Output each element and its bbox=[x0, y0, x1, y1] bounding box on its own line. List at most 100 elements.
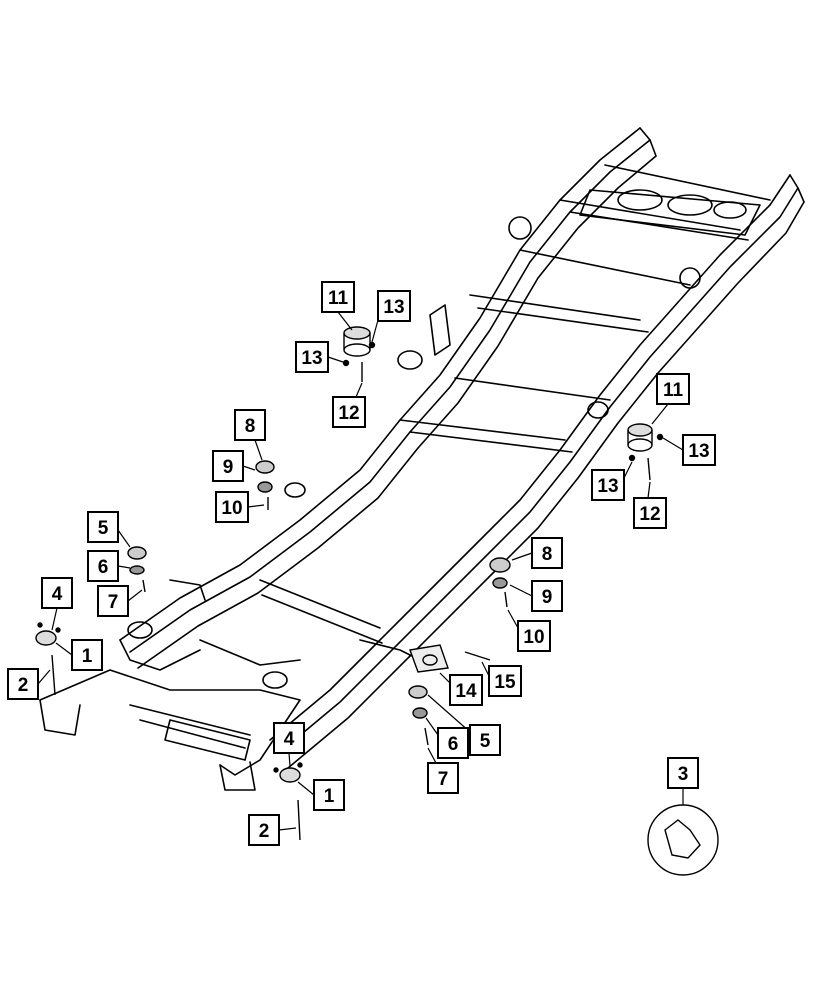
right-frame-rail bbox=[269, 174, 805, 769]
mount-1-2-4-left bbox=[35, 622, 61, 696]
callout-leader-line bbox=[297, 781, 315, 796]
callout-8: 8 bbox=[234, 409, 266, 461]
rear-frame-section bbox=[397, 189, 761, 419]
callout-leader-line bbox=[37, 669, 51, 685]
recycle-label-decal bbox=[647, 804, 719, 876]
callout-number: 5 bbox=[98, 518, 109, 539]
callout-5: 5 bbox=[87, 511, 131, 548]
callout-number: 6 bbox=[448, 734, 459, 755]
callout-leader-line bbox=[288, 752, 291, 767]
callout-leader-line bbox=[355, 382, 363, 398]
front-crossmember-assembly bbox=[39, 482, 421, 791]
callout-box bbox=[633, 497, 667, 529]
callout-box bbox=[469, 724, 501, 756]
body-mount-cushion-right bbox=[627, 423, 664, 481]
callout-box bbox=[273, 722, 305, 754]
callout-box bbox=[591, 469, 625, 501]
callout-leader-line bbox=[254, 439, 263, 461]
callout-4: 4 bbox=[273, 722, 305, 767]
callout-9: 9 bbox=[509, 580, 563, 612]
callout-leader-line bbox=[647, 481, 651, 499]
mount-5-6-7-center bbox=[408, 685, 429, 746]
callout-number: 3 bbox=[678, 764, 689, 785]
callout-8: 8 bbox=[511, 537, 563, 569]
callout-number: 2 bbox=[18, 675, 29, 696]
callout-box bbox=[87, 550, 119, 582]
callout-12: 12 bbox=[332, 382, 366, 428]
callout-box bbox=[437, 727, 469, 759]
callout-box bbox=[313, 779, 345, 811]
callout-box bbox=[248, 814, 280, 846]
callout-9: 9 bbox=[212, 450, 256, 482]
callout-box bbox=[295, 341, 329, 373]
callout-4: 4 bbox=[41, 577, 73, 631]
callout-2: 2 bbox=[248, 814, 297, 846]
callout-10: 10 bbox=[507, 609, 551, 652]
callout-leader-line bbox=[623, 461, 633, 479]
callout-number: 8 bbox=[542, 544, 553, 565]
left-frame-rail bbox=[119, 127, 657, 669]
callout-number: 4 bbox=[52, 584, 63, 605]
callout-number: 2 bbox=[259, 821, 270, 842]
callout-1: 1 bbox=[297, 779, 345, 811]
callout-box bbox=[531, 580, 563, 612]
callout-leader-line bbox=[425, 717, 439, 736]
mount-8-9-10-left bbox=[255, 460, 275, 510]
mount-1-2-4-right bbox=[273, 762, 303, 841]
callout-number: 13 bbox=[688, 441, 709, 462]
callout-leader-line bbox=[509, 584, 533, 597]
mount-14-15 bbox=[409, 644, 491, 673]
callout-box bbox=[97, 585, 129, 617]
callout-number: 11 bbox=[663, 380, 684, 401]
callout-number: 12 bbox=[639, 504, 660, 525]
callout-box bbox=[488, 665, 522, 697]
callout-number: 8 bbox=[245, 416, 256, 437]
callout-7: 7 bbox=[427, 747, 459, 794]
callout-box bbox=[212, 450, 244, 482]
callout-box bbox=[332, 396, 366, 428]
callout-leader-line bbox=[481, 661, 490, 677]
callout-number: 9 bbox=[542, 587, 553, 608]
callout-13: 13 bbox=[371, 290, 411, 343]
callout-12: 12 bbox=[633, 481, 667, 529]
callout-number: 6 bbox=[98, 557, 109, 578]
callout-box bbox=[377, 290, 411, 322]
callout-14: 14 bbox=[439, 672, 483, 706]
callout-number: 13 bbox=[301, 348, 322, 369]
callout-11: 11 bbox=[321, 281, 355, 331]
callout-7: 7 bbox=[97, 585, 143, 617]
callout-13: 13 bbox=[662, 434, 716, 466]
callout-box bbox=[517, 620, 551, 652]
callout-number: 7 bbox=[438, 769, 449, 790]
callout-leader-line bbox=[242, 465, 256, 471]
callout-1: 1 bbox=[55, 639, 103, 671]
callout-number: 5 bbox=[480, 731, 491, 752]
callout-number: 10 bbox=[221, 498, 242, 519]
callout-leader-line bbox=[51, 607, 58, 631]
callout-box bbox=[234, 409, 266, 441]
callout-box bbox=[41, 577, 73, 609]
callout-leader-line bbox=[247, 504, 265, 508]
mount-8-9-10-right bbox=[489, 557, 511, 608]
callout-leader-line bbox=[278, 827, 297, 831]
callout-13: 13 bbox=[591, 461, 633, 501]
callout-box bbox=[87, 511, 119, 543]
callout-leader-line bbox=[511, 552, 533, 561]
callout-number: 1 bbox=[324, 786, 335, 807]
callout-number: 11 bbox=[328, 288, 349, 309]
callout-2: 2 bbox=[7, 668, 51, 700]
callout-11: 11 bbox=[651, 373, 690, 425]
callout-leader-line bbox=[337, 311, 353, 331]
callout-6: 6 bbox=[87, 550, 131, 582]
callout-leader-line bbox=[327, 356, 344, 363]
body-mount-cushion-upper bbox=[342, 326, 376, 382]
callout-leader-line bbox=[127, 589, 143, 602]
callout-leader-line bbox=[117, 565, 131, 569]
callout-leader-line bbox=[117, 529, 131, 548]
callout-box bbox=[7, 668, 39, 700]
callout-leader-line bbox=[55, 642, 73, 656]
callout-number: 13 bbox=[383, 297, 404, 318]
callout-number: 9 bbox=[223, 457, 234, 478]
callout-box bbox=[656, 373, 690, 405]
